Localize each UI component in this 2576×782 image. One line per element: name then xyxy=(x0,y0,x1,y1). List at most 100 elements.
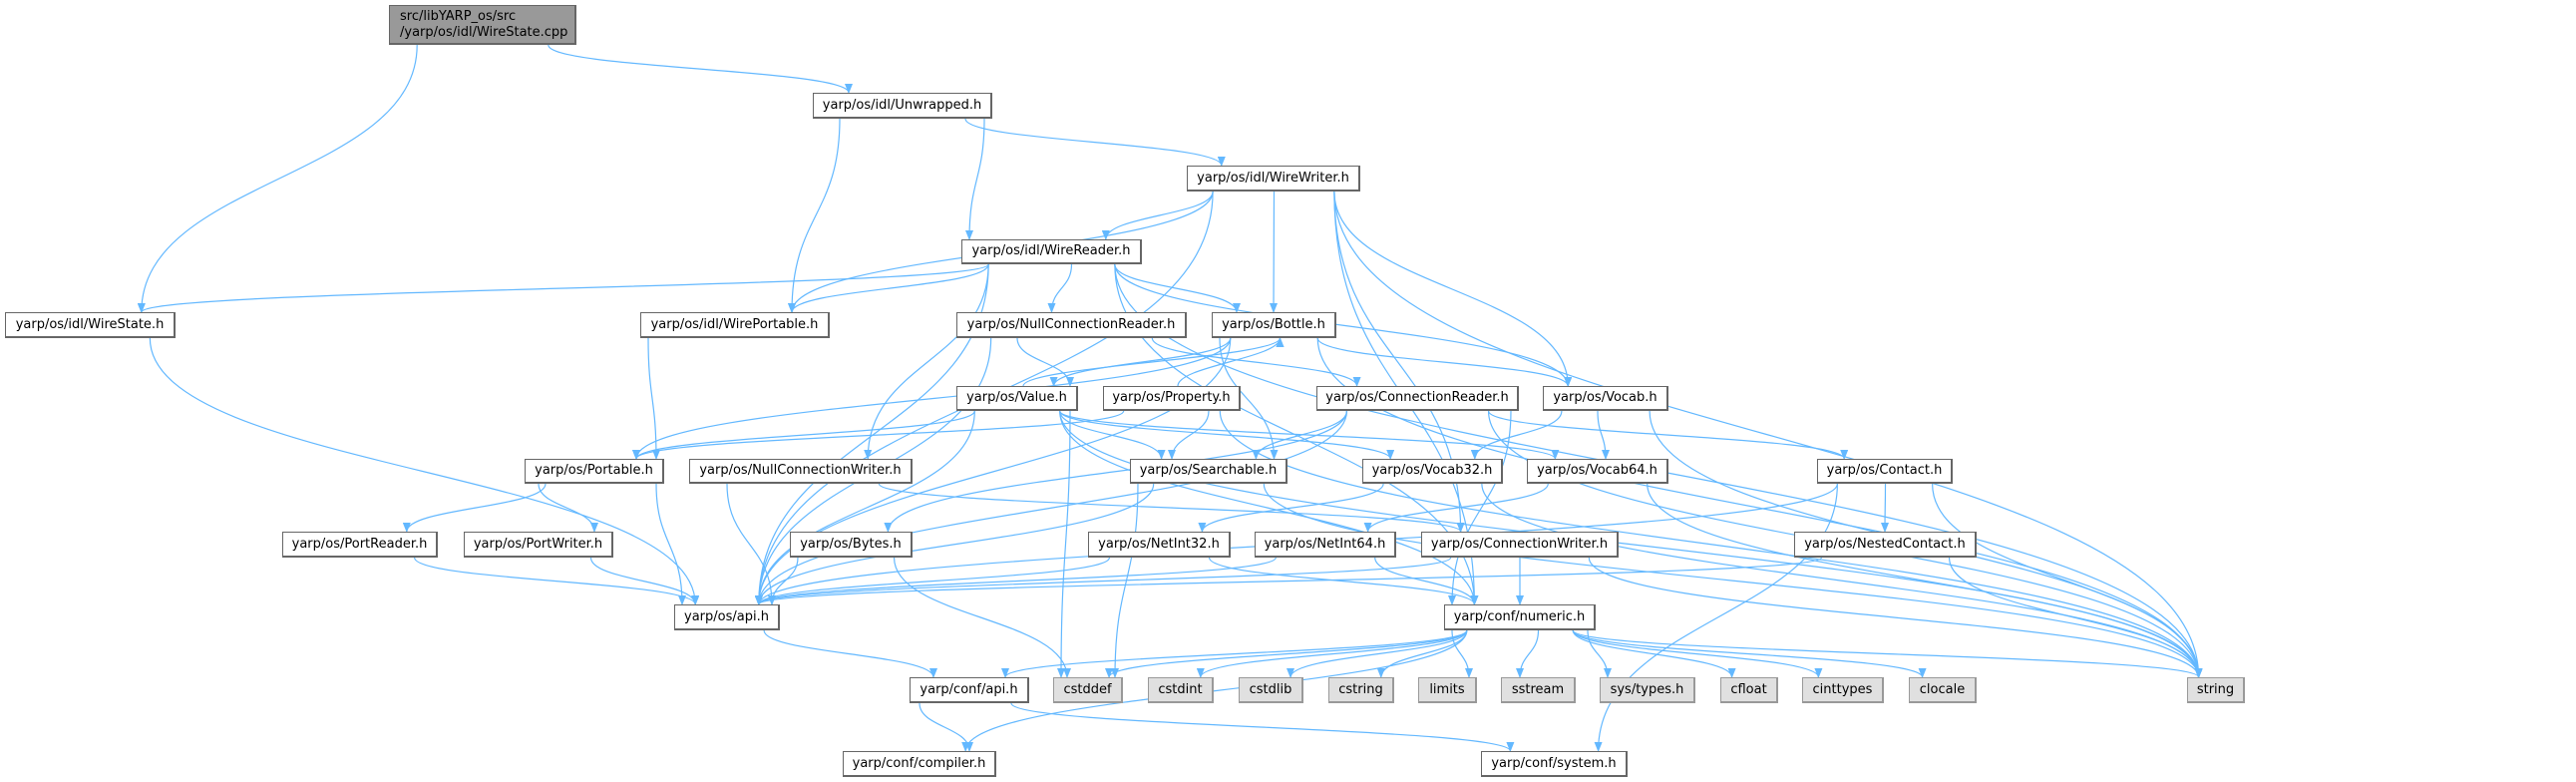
edge-nullconnreader-to-connreader xyxy=(1151,337,1361,387)
edge-netint64-to-osapi xyxy=(754,557,1277,605)
node-clocale: clocale xyxy=(1909,677,1977,703)
node-cstdlib: cstdlib xyxy=(1239,677,1303,703)
node-systypes: sys/types.h xyxy=(1600,677,1695,703)
edge-value-to-portable xyxy=(632,410,975,460)
edge-wirereader-to-wireportable xyxy=(788,263,989,313)
node-label: yarp/os/ConnectionWriter.h xyxy=(1430,536,1609,552)
node-confapi[interactable]: yarp/conf/api.h xyxy=(910,677,1029,703)
edge-wirewriter-to-vocab xyxy=(1333,191,1573,387)
node-nullconnwriter[interactable]: yarp/os/NullConnectionWriter.h xyxy=(689,459,913,484)
edge-contact-to-string xyxy=(1932,483,2203,678)
edge-portable-to-osapi xyxy=(655,483,686,605)
node-wirewriter[interactable]: yarp/os/idl/WireWriter.h xyxy=(1187,166,1360,192)
node-label: yarp/os/Portable.h xyxy=(535,463,653,478)
node-label: yarp/os/Vocab.h xyxy=(1553,390,1657,405)
node-compiler[interactable]: yarp/conf/compiler.h xyxy=(843,751,996,777)
edge-numeric-to-sstream xyxy=(1516,629,1540,678)
edge-root-to-wirestate xyxy=(137,44,418,313)
node-wireportable[interactable]: yarp/os/idl/WirePortable.h xyxy=(640,312,830,338)
edge-numeric-to-clocale xyxy=(1572,629,1927,678)
node-label: sys/types.h xyxy=(1610,681,1684,697)
node-contact[interactable]: yarp/os/Contact.h xyxy=(1817,459,1953,484)
node-label: yarp/os/ConnectionReader.h xyxy=(1325,390,1509,405)
node-label: yarp/os/NullConnectionWriter.h xyxy=(699,463,902,478)
node-label: yarp/os/idl/WirePortable.h xyxy=(650,316,819,332)
edge-numeric-to-limits xyxy=(1451,629,1473,678)
edge-vocab64-to-netint64 xyxy=(1363,483,1549,533)
edge-osapi-to-confapi xyxy=(763,629,937,678)
node-value[interactable]: yarp/os/Value.h xyxy=(956,386,1078,411)
edge-vocab32-to-string xyxy=(1481,483,2203,678)
node-bottle[interactable]: yarp/os/Bottle.h xyxy=(1212,312,1336,338)
node-netint64[interactable]: yarp/os/NetInt64.h xyxy=(1255,532,1396,558)
node-vocab[interactable]: yarp/os/Vocab.h xyxy=(1543,386,1668,411)
node-label: yarp/os/idl/WireState.h xyxy=(15,316,165,332)
node-connwriter[interactable]: yarp/os/ConnectionWriter.h xyxy=(1421,532,1619,558)
node-property[interactable]: yarp/os/Property.h xyxy=(1103,386,1241,411)
node-label: limits xyxy=(1429,681,1465,697)
node-nestedcontact[interactable]: yarp/os/NestedContact.h xyxy=(1794,532,1977,558)
edge-property-to-bottle xyxy=(1177,337,1285,387)
node-label: yarp/os/NullConnectionReader.h xyxy=(966,316,1176,332)
edge-numeric-to-compiler xyxy=(961,629,1468,752)
edge-searchable-to-string xyxy=(1263,483,2203,678)
node-label: yarp/os/idl/WireReader.h xyxy=(971,243,1131,258)
node-vocab64[interactable]: yarp/os/Vocab64.h xyxy=(1527,459,1668,484)
edge-wirestate-to-osapi xyxy=(149,337,700,605)
edge-value-to-osapi xyxy=(754,410,975,605)
edge-numeric-to-cfloat xyxy=(1572,629,1736,678)
node-label: yarp/conf/system.h xyxy=(1491,755,1617,771)
node-label: yarp/os/NetInt32.h xyxy=(1098,536,1220,552)
node-osapi[interactable]: yarp/os/api.h xyxy=(674,604,780,630)
node-wirestate[interactable]: yarp/os/idl/WireState.h xyxy=(5,312,176,338)
edge-wirewriter-to-string xyxy=(1333,191,2203,678)
node-label: clocale xyxy=(1919,681,1966,697)
edge-value-to-searchable xyxy=(1059,410,1166,460)
node-label: cstdlib xyxy=(1249,681,1292,697)
node-unwrapped[interactable]: yarp/os/idl/Unwrapped.h xyxy=(813,93,992,119)
edge-confapi-to-system xyxy=(1010,702,1515,752)
node-portreader[interactable]: yarp/os/PortReader.h xyxy=(282,532,438,558)
edge-wirereader-to-bottle xyxy=(1114,263,1241,313)
edge-bottle-to-searchable xyxy=(1219,337,1279,460)
node-searchable[interactable]: yarp/os/Searchable.h xyxy=(1130,459,1288,484)
edge-numeric-to-cstdint xyxy=(1196,629,1468,678)
edge-wirereader-to-wirestate xyxy=(138,263,989,313)
edge-nestedcontact-to-string xyxy=(1948,557,2203,678)
node-bytes[interactable]: yarp/os/Bytes.h xyxy=(790,532,913,558)
node-label: cinttypes xyxy=(1812,681,1873,697)
edge-bottle-to-value xyxy=(1049,337,1232,387)
node-vocab32[interactable]: yarp/os/Vocab32.h xyxy=(1362,459,1503,484)
node-label: yarp/os/PortWriter.h xyxy=(473,536,603,552)
edge-numeric-to-cinttypes xyxy=(1572,629,1823,678)
edge-unwrapped-to-wirewriter xyxy=(964,118,1226,167)
node-connreader[interactable]: yarp/os/ConnectionReader.h xyxy=(1316,386,1519,411)
edge-portable-to-portreader xyxy=(402,483,547,533)
edge-wirereader-to-vocab xyxy=(1114,263,1573,387)
node-label: cstddef xyxy=(1063,681,1112,697)
node-netint32[interactable]: yarp/os/NetInt32.h xyxy=(1088,532,1231,558)
edge-portreader-to-osapi xyxy=(414,557,700,605)
node-label: yarp/os/idl/WireWriter.h xyxy=(1197,170,1349,186)
edge-bytes-to-cstddef xyxy=(893,557,1071,678)
node-system[interactable]: yarp/conf/system.h xyxy=(1481,751,1628,777)
edge-connreader-to-bytes xyxy=(884,410,1348,533)
node-label: yarp/os/PortReader.h xyxy=(291,536,428,552)
edge-connwriter-to-osapi xyxy=(755,557,1452,605)
node-label: sstream xyxy=(1511,681,1565,697)
edge-connreader-to-osapi xyxy=(754,410,1348,605)
node-nullconnreader[interactable]: yarp/os/NullConnectionReader.h xyxy=(956,312,1187,338)
node-numeric[interactable]: yarp/conf/numeric.h xyxy=(1444,604,1596,630)
node-portable[interactable]: yarp/os/Portable.h xyxy=(525,459,664,484)
node-label: yarp/os/Bytes.h xyxy=(800,536,902,552)
edge-connreader-to-numeric xyxy=(1448,410,1512,605)
node-label: yarp/os/api.h xyxy=(684,608,769,624)
node-label: cstring xyxy=(1338,681,1383,697)
edge-root-to-unwrapped xyxy=(548,44,853,94)
edge-vocab32-to-netint32 xyxy=(1198,483,1384,533)
node-portwriter[interactable]: yarp/os/PortWriter.h xyxy=(464,532,613,558)
node-wirereader[interactable]: yarp/os/idl/WireReader.h xyxy=(961,239,1142,264)
edge-vocab64-to-string xyxy=(1647,483,2203,678)
node-label: yarp/os/Contact.h xyxy=(1826,463,1943,478)
node-cstddef: cstddef xyxy=(1053,677,1123,703)
